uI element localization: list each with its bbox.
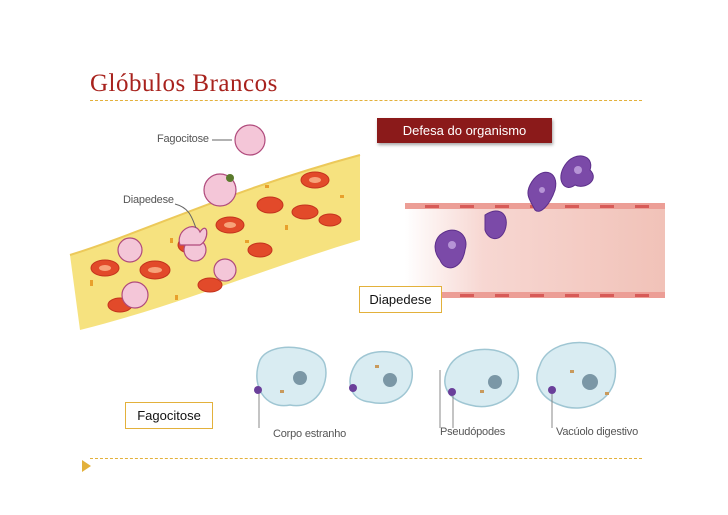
diapedese-illustration xyxy=(405,155,665,298)
footer-divider xyxy=(90,458,642,459)
slide-title: Glóbulos Brancos xyxy=(90,70,278,97)
fagocitose-label-box: Fagocitose xyxy=(125,402,213,429)
diapedese-label-box: Diapedese xyxy=(359,286,442,313)
figure-label-diapedese: Diapedese xyxy=(123,194,174,206)
figure-label-fagocitose: Fagocitose xyxy=(157,133,209,145)
blood-vessel-illustration xyxy=(69,124,361,330)
bullet-arrow-icon xyxy=(82,460,91,472)
figure-label-vacuolo: Vacúolo digestivo xyxy=(556,426,639,438)
title-divider xyxy=(90,100,642,101)
figure-label-corpo-estranho: Corpo estranho xyxy=(273,428,347,440)
defense-label: Defesa do organismo xyxy=(377,118,552,143)
figure-label-pseudopodes: Pseudópodes xyxy=(440,426,506,438)
fagocitose-illustration xyxy=(254,341,617,428)
